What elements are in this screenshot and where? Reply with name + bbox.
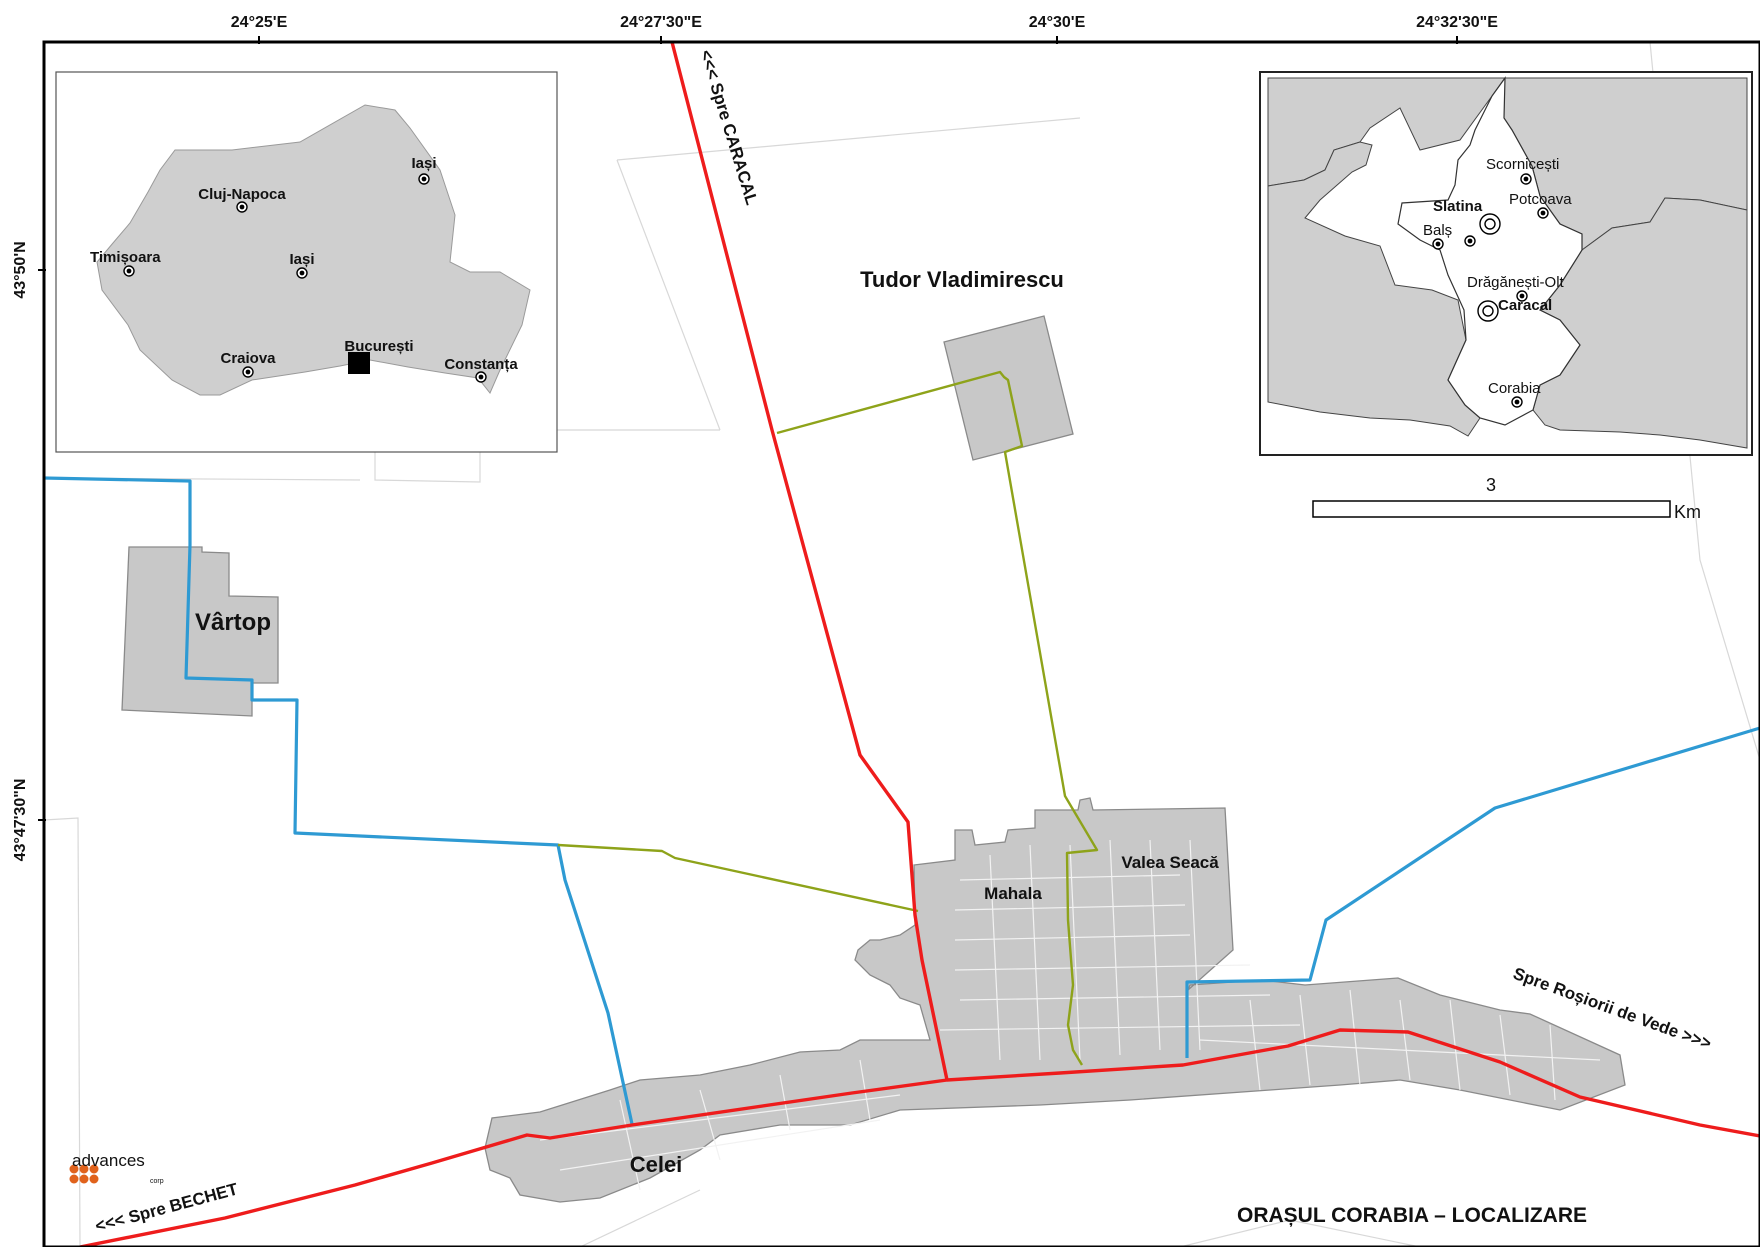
county-seat-marker-inner [1484,218,1496,230]
romania-city-label: Iași [289,251,314,268]
county-road-vartop [43,476,634,1125]
scale-bar [1312,500,1671,518]
local-road-west [557,843,919,913]
built-up-vartop [121,546,279,717]
scale-bar-unit: Km [1674,502,1701,522]
county-seat-marker-inner [1482,305,1494,317]
romania-city-label: Timișoara [90,249,161,266]
logo-dot [69,1174,79,1184]
place-label-tudor-vladimirescu: Tudor Vladimirescu [860,267,1064,292]
city-marker-center [239,204,245,210]
county-seat-marker [1477,300,1499,322]
place-label-mahala: Mahala [984,884,1042,903]
map-title: ORAȘUL CORABIA – LOCALIZARE [1237,1204,1587,1227]
town-marker-center [1514,399,1520,405]
national-road-caracal [670,41,949,1081]
national-roads [79,41,1760,1247]
city-marker-center [421,176,427,182]
graticule-top-label: 24°32'30"E [1416,14,1498,31]
graticule-top-label: 24°30'E [1029,14,1086,31]
romania-city-label: București [344,338,413,355]
graticule-left-label: 43°50'N [12,241,29,298]
town-marker-center [1467,238,1473,244]
place-label-vartop: Vârtop [195,609,271,636]
built-up-corabia [484,797,1626,1203]
olt-town-label: Corabia [1488,380,1541,397]
town-marker-center [1435,241,1441,247]
neighbor-county-west [1267,141,1481,437]
street-grid [539,839,1601,1191]
place-label-celei: Celei [630,1152,683,1177]
olt-town-label: Drăgănești-Olt [1467,274,1565,291]
olt-town-label: Potcoava [1509,191,1572,208]
city-marker-center [478,374,484,380]
graticule-top-label: 24°27'30"E [620,14,702,31]
romania-inset [55,71,558,453]
map-border [42,40,1760,1247]
romania-city-label: Craiova [220,350,276,367]
olt-town-label: Slatina [1433,198,1483,215]
logo-dot [89,1174,99,1184]
city-marker-center [245,369,251,375]
graticule-top-label: 24°25'E [231,14,288,31]
logo-dot [89,1164,99,1174]
capital-marker [348,352,370,374]
town-marker-center [1519,293,1525,299]
logo-dot [79,1174,89,1184]
romania-city-label: Cluj-Napoca [198,186,286,203]
logo-dot [79,1164,89,1174]
national-road-bechet-rosiorii [79,1028,1760,1247]
town-marker-center [1540,210,1546,216]
city-marker-center [299,270,305,276]
local-road-tudor [776,370,1099,1066]
olt-inset [1259,71,1753,456]
scale-bar-value: 3 [1486,475,1496,495]
olt-town-label: Scornicești [1486,156,1559,173]
county-roads [43,476,1760,1125]
romania-city-label: Constanța [444,356,518,373]
logo-subtext: corp [150,1178,164,1185]
town-marker-center [1523,176,1529,182]
local-roads [557,370,1099,1066]
place-label-valea-seaca: Valea Seacă [1121,853,1219,872]
olt-town-label: Balș [1423,222,1452,239]
logo-dot [69,1164,79,1174]
county-seat-marker [1479,213,1501,235]
graticule-left-label: 43°47'30"N [12,779,29,862]
olt-county [1397,76,1583,426]
county-road-east [1185,726,1760,1058]
logo-text: advances [72,1151,145,1170]
romania-city-label: Iași [411,155,436,172]
city-marker-center [126,268,132,274]
olt-town-label: Caracal [1498,297,1552,314]
